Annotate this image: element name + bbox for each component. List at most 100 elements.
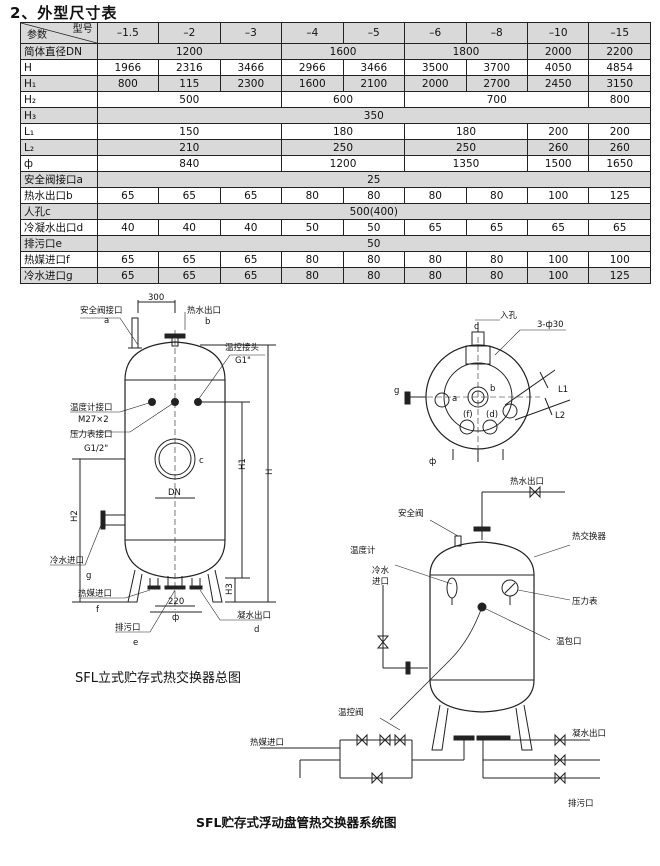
table-cell: 80 — [404, 267, 467, 284]
label-condensate-out: 凝水出口 — [237, 610, 271, 621]
label-sys-temp-valve: 温控阀 — [338, 707, 364, 718]
label-phi: ф — [172, 613, 179, 623]
table-cell: 80 — [465, 267, 528, 284]
label-temp-ctrl-joint: 温控接头 — [225, 342, 260, 353]
table-cell: 3700 — [465, 59, 528, 76]
model-header-cell: –1.5 — [96, 22, 160, 44]
label-m27: M27×2 — [78, 415, 109, 425]
table-cell: 500(400) — [96, 203, 652, 220]
param-label-cell: H₃ — [20, 107, 98, 124]
label-sys-cold-in-2: 进口 — [372, 577, 389, 587]
label-sys-hot-out: 热水出口 — [510, 476, 544, 487]
label-sys-heat-exchanger: 热交换器 — [572, 531, 607, 542]
label-cold-in: 冷水进口 — [50, 555, 84, 566]
table-cell: 80 — [281, 267, 344, 284]
label-c: c — [199, 456, 204, 466]
corner-param-label: 参数 — [27, 30, 47, 41]
general-drawing-caption: SFL立式贮存式热交换器总图 — [75, 670, 241, 686]
label-g12: G1/2" — [84, 444, 108, 454]
general-drawing-vessel — [50, 300, 276, 633]
system-drawing-caption: SFL贮存式浮动盘管热交换器系统图 — [196, 815, 397, 830]
label-sys-drain: 排污口 — [568, 798, 594, 809]
label-medium-in: 热媒进口 — [78, 588, 112, 599]
label-d: d — [254, 625, 259, 635]
table-cell: 1800 — [404, 43, 528, 60]
table-cell: 800 — [96, 75, 160, 92]
model-header-cell: –4 — [281, 22, 344, 44]
table-cell: 115 — [158, 75, 221, 92]
table-cell: 210 — [96, 139, 283, 156]
table-corner-cell: 型号 参数 — [20, 22, 98, 44]
table-header-row: 型号 参数 –1.5–2–3–4–5–6–8–10–15 — [20, 22, 651, 44]
top-view-vessel — [404, 319, 571, 462]
label-sys-safety-valve: 安全阀 — [398, 508, 424, 519]
label-h2: H2 — [70, 510, 80, 522]
table-cell: 250 — [404, 139, 528, 156]
table-cell: 3150 — [588, 75, 651, 92]
label-top-a: a — [452, 394, 457, 404]
label-top-c: c — [474, 322, 479, 332]
table-cell: 80 — [404, 187, 467, 204]
label-top-f: (f) — [463, 410, 473, 420]
label-sys-pressure-gauge: 压力表 — [572, 596, 598, 607]
label-g: g — [86, 571, 91, 581]
label-pressure-port: 压力表接口 — [70, 429, 113, 440]
table-cell: 65 — [158, 267, 221, 284]
corner-model-label: 型号 — [72, 24, 93, 35]
param-label-cell: 安全阀接口a — [20, 171, 98, 188]
label-l1: L1 — [558, 385, 568, 395]
label-thermo-port: 温度计接口 — [70, 402, 113, 413]
label-h3: H3 — [225, 583, 235, 595]
label-sys-condensate-out: 凝水出口 — [572, 728, 606, 739]
table-cell: 2316 — [158, 59, 221, 76]
table-cell: 65 — [219, 251, 283, 268]
table-cell: 200 — [526, 123, 590, 140]
table-cell: 2000 — [404, 75, 467, 92]
label-dim-300: 300 — [148, 293, 164, 303]
model-header-cell: –15 — [588, 22, 651, 44]
table-cell: 2000 — [526, 43, 590, 60]
table-cell: 65 — [526, 219, 590, 236]
table-cell: 80 — [342, 267, 406, 284]
label-safety-valve: 安全阀接口 — [80, 305, 123, 316]
param-label-cell: 冷水进口g — [20, 267, 98, 284]
param-label-cell: L₂ — [20, 139, 98, 156]
table-cell: 100 — [588, 251, 651, 268]
label-top-phi: ф — [429, 457, 436, 467]
table-cell: 2700 — [465, 75, 528, 92]
table-cell: 100 — [526, 267, 590, 284]
table-cell: 260 — [588, 139, 651, 156]
table-cell: 65 — [219, 267, 283, 284]
label-top-g: g — [394, 386, 399, 396]
table-cell: 25 — [96, 171, 652, 188]
table-cell: 1500 — [526, 155, 590, 172]
table-cell: 260 — [526, 139, 590, 156]
label-sys-medium-in: 热媒进口 — [250, 737, 284, 748]
table-cell: 2100 — [342, 75, 406, 92]
table-cell: 2200 — [588, 43, 651, 60]
label-dn: DN — [168, 488, 181, 498]
label-drain: 排污口 — [115, 622, 141, 633]
label-a: a — [104, 316, 109, 326]
general-drawing-labels: 安全阀接口 a 300 热水出口 b 温控接头 G1" 温度计接口 M27×2 … — [50, 293, 275, 648]
label-top-b: b — [490, 384, 495, 394]
label-dim-220: 220 — [168, 597, 184, 607]
label-manhole: 入孔 — [500, 311, 518, 321]
section-title: 2、外型尺寸表 — [10, 4, 118, 22]
table-cell: 80 — [342, 187, 406, 204]
label-f: f — [96, 605, 100, 615]
model-header-cell: –6 — [404, 22, 467, 44]
label-g1: G1" — [235, 356, 251, 366]
label-sys-thermometer: 温度计 — [350, 545, 376, 556]
table-cell: 125 — [588, 267, 651, 284]
table-cell: 2450 — [526, 75, 590, 92]
